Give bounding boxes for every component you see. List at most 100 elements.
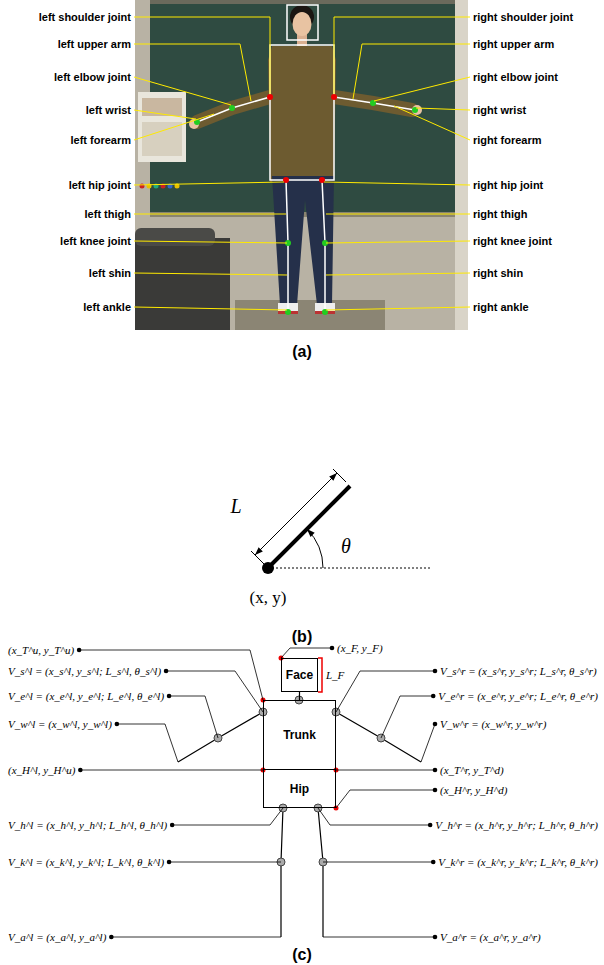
leader-dot [167,694,172,699]
leader-line [323,862,433,863]
leader-dot [109,935,114,940]
leader-line [134,182,284,185]
annotation-overlay [194,5,418,315]
photo-part [197,97,270,122]
photo-part [135,228,215,246]
leader-dot [115,722,120,727]
leader-dot [164,669,169,674]
part-label: left wrist [86,104,131,116]
photo-part [135,0,468,330]
symbol-label: θ [341,535,351,558]
photo-part [268,46,336,182]
leader-line [134,114,214,140]
formula-label: V_k^r = (x_k^r, y_k^r; L_k^r, θ_k^r) [438,856,598,868]
photo [135,0,468,330]
photo-part [142,98,182,116]
photo-part [150,0,455,4]
leader-line [169,696,218,738]
part-label: right hip joint [473,179,543,191]
leader-dot [433,722,438,727]
segment-model-part [329,473,337,481]
leader-line [324,182,470,185]
leader-dot [167,860,172,865]
leader-dot [433,768,438,773]
leader-line [326,273,470,275]
formula-label: (x_H^l, y_H^u) [8,764,75,776]
panel-letter: (b) [292,628,312,646]
body-model-part [336,712,421,762]
formula-label: V_a^l = (x_a^l, y_a^l) [8,931,106,943]
part-label: left elbow joint [54,71,131,83]
part-label: left shin [89,267,131,279]
leader-line [394,106,470,140]
neck-connector [299,692,300,700]
leader-dot [433,788,438,793]
part-label: right wrist [473,104,526,116]
photo-part [412,105,422,115]
leader-dot [433,935,438,940]
photo-part [142,122,182,156]
annotation-overlay-part [229,105,235,111]
segment-model [251,469,430,574]
leader-line [326,241,470,243]
leader-dot [78,768,83,773]
leader-line [169,862,281,863]
photo-part [138,92,186,162]
leader-dot [431,694,436,699]
body-model-part [318,658,322,692]
panel-letter: (c) [292,946,312,964]
formula-label: V_s^l = (x_s^l, y_s^l; L_s^l, θ_s^l) [8,665,161,677]
leader-line [381,696,433,738]
leader-line [281,648,332,658]
photo-part [293,12,312,36]
leader-line [323,937,435,938]
leader-line [80,770,263,771]
leader-line [166,671,263,712]
part-label: right ankle [473,301,529,313]
leader-line [134,77,231,105]
hip-box: Hip [263,769,336,808]
segment-model-part [255,473,337,555]
annotation-overlay-part [331,94,337,100]
leader-dot [428,823,433,828]
leader-line [134,214,286,215]
formula-label: V_w^l = (x_w^l, y_w^l) [8,718,112,730]
annotation-overlay-part [267,94,273,100]
photo-part [455,0,468,330]
annotation-overlay-part [287,5,318,40]
formula-label: V_e^r = (x_e^r, y_e^r; L_e^r, θ_e^r) [438,690,598,702]
part-label: left upper arm [58,38,131,50]
leader-dot [433,669,438,674]
leader-dot [431,860,436,865]
leader-line [336,790,435,808]
segment-model-part [255,547,263,555]
formula-label: (x_T^r, y_T^d) [440,764,504,776]
trunk-box: Trunk [263,700,336,770]
part-label: left knee joint [60,235,131,247]
leader-line [353,44,470,99]
annotation-overlay-part [270,45,334,180]
formula-label: V_s^r = (x_s^r, y_s^r; L_s^r, θ_s^r) [440,665,597,677]
formula-label: V_a^r = (x_a^r, y_a^r) [440,931,541,943]
formula-label: L_F [326,669,344,681]
part-label: left thigh [85,208,131,220]
segment-model-part [268,486,350,568]
photo-part [140,184,145,189]
leader-line [134,307,287,310]
formula-label: V_k^l = (x_k^l, y_k^l; L_k^l, θ_k^l) [8,856,164,868]
leader-line [326,214,470,215]
box-label: Hip [290,782,309,796]
formula-label: (x_F, y_F) [337,642,383,654]
coordinate-label: (x, y) [250,588,287,608]
part-label: left hip joint [69,179,131,191]
photo-part [135,238,230,330]
part-label: right thigh [473,208,527,220]
part-label: right elbow joint [473,71,558,83]
part-label: left shoulder joint [39,11,131,23]
leader-line [374,77,470,101]
annotation-overlay-part [197,97,270,122]
leader-line [336,671,435,712]
leader-line [318,808,430,825]
part-label: right shin [473,267,523,279]
